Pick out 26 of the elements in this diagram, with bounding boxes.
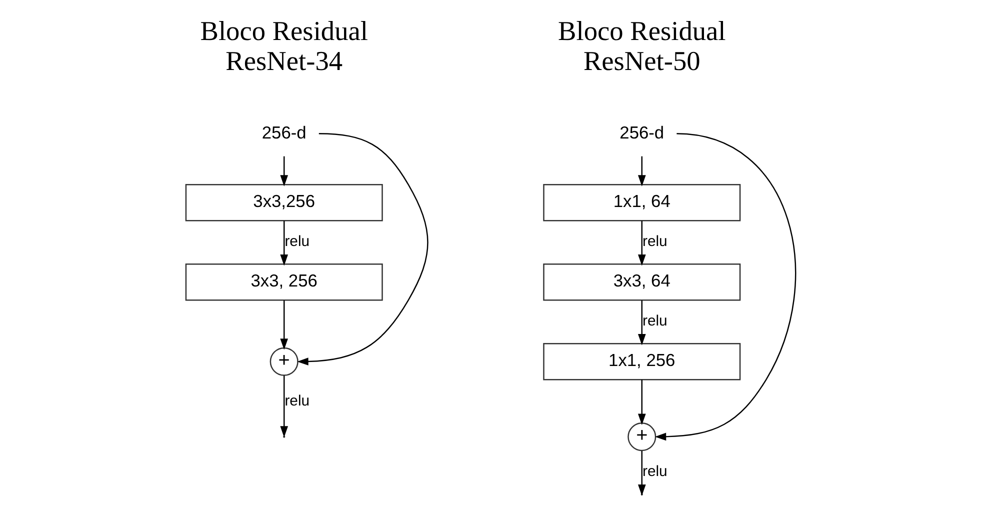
edge-label: relu [642, 464, 667, 480]
arrow [280, 300, 288, 350]
label: Bloco Residual ResNet-50 [558, 16, 726, 76]
node-box: 3x3, 256 [184, 264, 382, 301]
node-text: 256-d [619, 122, 664, 142]
node-circle: + [269, 347, 298, 376]
edge-label: relu [642, 234, 667, 250]
node-circle: + [627, 422, 656, 452]
edge-label: relu [284, 234, 310, 250]
node-box: 3x3, 64 [542, 264, 740, 301]
arrow [637, 156, 646, 186]
node-box: 1x1, 64 [542, 184, 740, 222]
node-box: 3x3,256 [184, 184, 382, 222]
arrow [637, 220, 646, 266]
arrow [296, 133, 428, 366]
node-box: 1x1, 256 [542, 343, 740, 380]
arrow [637, 300, 646, 346]
edge-label: relu [284, 393, 310, 410]
arrow [280, 376, 288, 438]
arrow [654, 133, 796, 441]
node-text: 256-d [261, 122, 306, 142]
arrow [280, 156, 288, 186]
edge-label: relu [642, 314, 667, 330]
label: Bloco Residual ResNet-34 [200, 16, 368, 76]
arrow [637, 380, 646, 425]
arrow [280, 220, 288, 266]
